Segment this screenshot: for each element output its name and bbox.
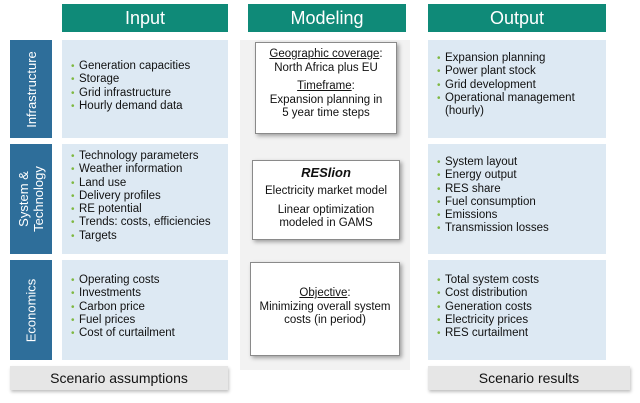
list-item: Electricity prices xyxy=(436,314,598,328)
list-item: Delivery profiles xyxy=(70,190,220,204)
modeling-header-label: Modeling xyxy=(290,7,364,28)
row-header-infrastructure: Infrastructure xyxy=(10,40,52,138)
list-item: Transmission losses xyxy=(436,222,598,236)
objective-colon: : xyxy=(347,287,351,299)
model-title: RESlion xyxy=(301,165,351,180)
model-method-line-2: modeled in GAMS xyxy=(279,217,373,229)
list-item: Generation costs xyxy=(436,301,598,315)
objective-value-line-1: Minimizing overall system xyxy=(259,300,391,313)
list-item: RES curtailment xyxy=(436,327,598,341)
input-list-infrastructure: Generation capacities Storage Grid infra… xyxy=(70,60,220,113)
model-description: Electricity market model xyxy=(264,185,388,197)
list-item: Grid infrastructure xyxy=(70,87,220,101)
input-list-system-technology: Technology parameters Weather informatio… xyxy=(70,150,220,243)
input-list-economics: Operating costs Investments Carbon price… xyxy=(70,274,220,341)
row-label-infrastructure: Infrastructure xyxy=(23,50,39,128)
input-header-label: Input xyxy=(124,7,166,28)
timeframe-value-line-2: 5 year time steps xyxy=(282,107,370,119)
output-list-economics: Total system costs Cost distribution Gen… xyxy=(436,274,598,341)
objective-heading: Objective: xyxy=(251,287,399,301)
row-label-economics: Economics xyxy=(23,278,39,342)
modeling-box-scope: Geographic coverage: North Africa plus E… xyxy=(255,42,397,134)
list-item: RE potential xyxy=(70,203,220,217)
output-panel-economics: Total system costs Cost distribution Gen… xyxy=(428,260,606,360)
output-column-header: Output xyxy=(428,4,606,32)
modeling-box-objective: Objective: Minimizing overall system cos… xyxy=(250,262,400,356)
list-item-continued: (hourly) xyxy=(445,105,484,118)
model-method-line-1: Linear optimization xyxy=(277,203,375,216)
list-item: Carbon price xyxy=(70,301,220,315)
list-item: Trends: costs, efficiencies xyxy=(70,216,220,230)
timeframe-heading: Timeframe: xyxy=(256,80,396,94)
input-panel-economics: Operating costs Investments Carbon price… xyxy=(62,260,228,360)
list-item: Operating costs xyxy=(70,274,220,288)
row-header-system-technology: System & Technology xyxy=(10,144,52,254)
list-item: Investments xyxy=(70,287,220,301)
list-item: Fuel consumption xyxy=(436,196,598,210)
timeframe-colon: : xyxy=(351,80,355,92)
output-panel-infrastructure: Expansion planning Power plant stock Gri… xyxy=(428,40,606,138)
objective-label: Objective xyxy=(299,287,348,299)
list-item: System layout xyxy=(436,156,598,170)
list-item: Energy output xyxy=(436,169,598,183)
row-header-economics: Economics xyxy=(10,260,52,360)
modeling-column-header: Modeling xyxy=(248,4,406,32)
row-label-line-2: Technology xyxy=(31,166,46,232)
output-panel-system-technology: System layout Energy output RES share Fu… xyxy=(428,144,606,254)
list-item: Cost of curtailment xyxy=(70,327,220,341)
list-item: Total system costs xyxy=(436,274,598,288)
input-column-header: Input xyxy=(62,4,228,32)
list-item: Land use xyxy=(70,177,220,191)
input-panel-system-technology: Technology parameters Weather informatio… xyxy=(62,144,228,254)
scenario-assumptions-footer: Scenario assumptions xyxy=(10,366,228,390)
list-item: Storage xyxy=(70,73,220,87)
objective-value-line-2: costs (in period) xyxy=(284,314,366,326)
list-item: Operational management xyxy=(436,92,598,106)
geo-coverage-colon: : xyxy=(379,48,383,60)
scenario-results-footer: Scenario results xyxy=(428,366,630,390)
list-item: Fuel prices xyxy=(70,314,220,328)
output-list-infrastructure: Expansion planning Power plant stock Gri… xyxy=(436,52,598,118)
geo-coverage-value: North Africa plus EU xyxy=(274,61,378,74)
list-item: Technology parameters xyxy=(70,150,220,164)
list-item: Emissions xyxy=(436,209,598,223)
input-panel-infrastructure: Generation capacities Storage Grid infra… xyxy=(62,40,228,138)
list-item: Weather information xyxy=(70,163,220,177)
list-item: Targets xyxy=(70,230,220,244)
output-header-label: Output xyxy=(489,7,545,28)
list-item: Cost distribution xyxy=(436,287,598,301)
timeframe-value-line-1: Expansion planning in xyxy=(269,93,383,106)
list-item: Power plant stock xyxy=(436,65,598,79)
modeling-box-reslion: RESlion Electricity market model Linear … xyxy=(252,160,400,240)
footer-right-label: Scenario results xyxy=(478,370,580,386)
geo-coverage-heading: Geographic coverage: xyxy=(256,48,396,62)
output-list-system-technology: System layout Energy output RES share Fu… xyxy=(436,156,598,236)
list-item: Expansion planning xyxy=(436,52,598,66)
list-item: Grid development xyxy=(436,79,598,93)
list-item: Hourly demand data xyxy=(70,100,220,114)
row-label-line-1: System & xyxy=(16,171,31,227)
geo-coverage-label: Geographic coverage xyxy=(269,48,380,60)
list-item: Generation capacities xyxy=(70,60,220,74)
timeframe-label: Timeframe xyxy=(297,80,352,92)
footer-left-label: Scenario assumptions xyxy=(50,370,188,386)
list-item: RES share xyxy=(436,183,598,197)
row-label-system-technology: System & Technology xyxy=(16,166,46,232)
